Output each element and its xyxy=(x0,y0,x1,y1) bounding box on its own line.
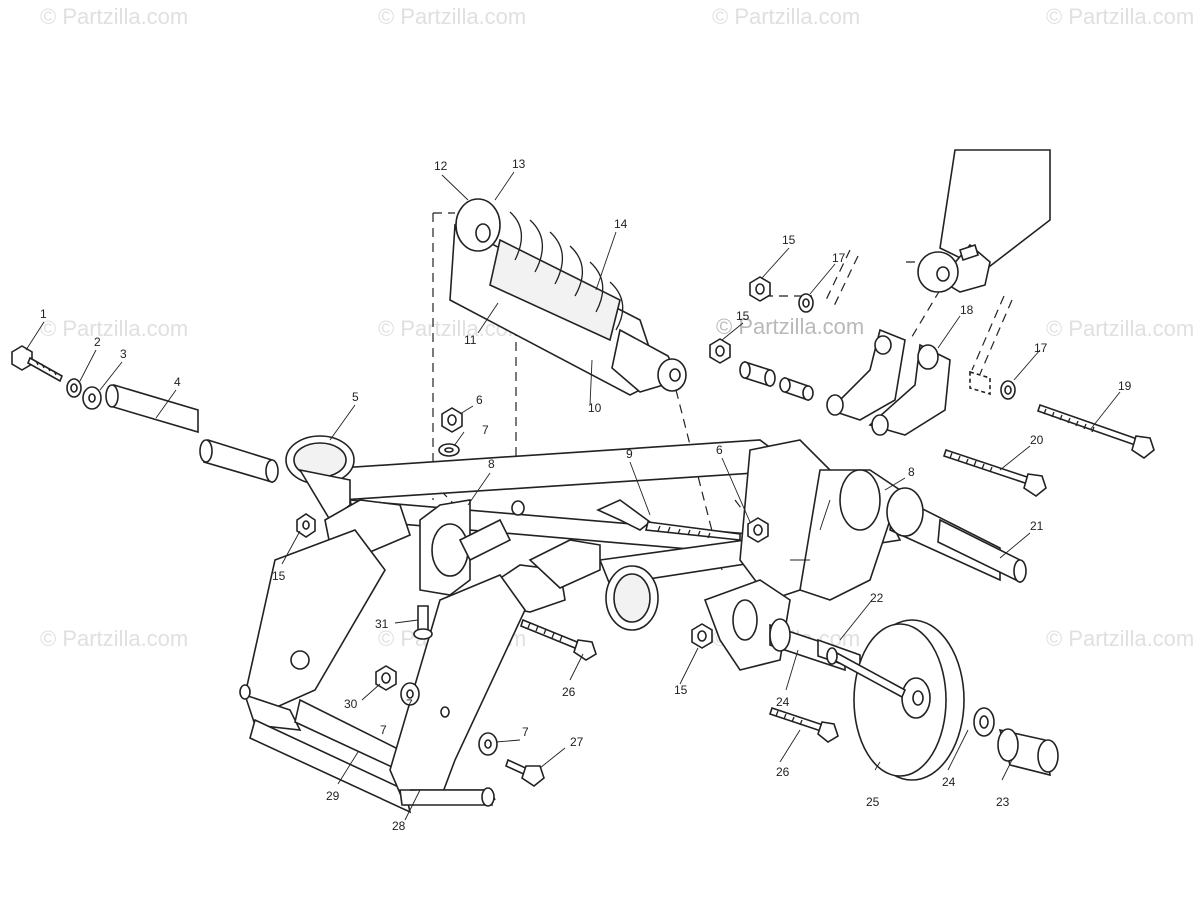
washer-hole xyxy=(406,689,414,699)
flat-washer-hole xyxy=(88,393,96,403)
callout-22: 22 xyxy=(870,591,884,605)
plug xyxy=(511,500,525,516)
alignment-line xyxy=(971,295,1013,375)
carriage-bolt xyxy=(413,605,433,640)
washer-hole xyxy=(802,298,810,308)
callout-7: 7 xyxy=(380,723,387,737)
spacer-sleeve xyxy=(997,728,1059,777)
callout-26: 26 xyxy=(562,685,576,699)
hex-nut xyxy=(747,517,769,543)
washer-hole xyxy=(1004,385,1012,395)
callout-8: 8 xyxy=(488,457,495,471)
hex-nut xyxy=(709,338,731,364)
watermark: © Partzilla.com xyxy=(1046,626,1195,651)
watermark: © Partzilla.com xyxy=(40,316,189,341)
callout-labels: 1 2 3 4 5 6 6 7 7 7 7 8 8 9 10 11 12 13 … xyxy=(40,157,1132,833)
callout-19: 19 xyxy=(1118,379,1132,393)
suspension-rail-arm xyxy=(239,529,526,814)
callout-27: 27 xyxy=(570,735,584,749)
alignment-line xyxy=(909,289,941,341)
callout-2: 2 xyxy=(94,335,101,349)
lock-washer-hole xyxy=(70,383,78,393)
hex-nut xyxy=(691,623,713,649)
callout-28: 28 xyxy=(392,819,406,833)
watermark-center: © Partzilla.com xyxy=(716,314,865,339)
eye-bolt xyxy=(596,499,741,541)
hex-bolt xyxy=(11,345,64,383)
callout-9: 9 xyxy=(626,447,633,461)
upper-shock-body xyxy=(917,149,1051,293)
bushing xyxy=(739,360,776,388)
suspension-frame xyxy=(285,435,1027,672)
watermark: © Partzilla.com xyxy=(378,4,527,29)
callout-10: 10 xyxy=(588,401,602,415)
callout-15: 15 xyxy=(674,683,688,697)
watermark: © Partzilla.com xyxy=(1046,4,1195,29)
hex-nut xyxy=(749,276,771,302)
callout-17: 17 xyxy=(832,251,846,265)
callout-29: 29 xyxy=(326,789,340,803)
callout-13: 13 xyxy=(512,157,526,171)
callout-24: 24 xyxy=(776,695,790,709)
callout-3: 3 xyxy=(120,347,127,361)
axle-bolt xyxy=(826,647,907,699)
callout-30: 30 xyxy=(344,697,358,711)
callout-15: 15 xyxy=(272,569,286,583)
hex-bolt xyxy=(505,758,545,787)
callout-31: 31 xyxy=(375,617,389,631)
callout-5: 5 xyxy=(352,390,359,404)
callout-23: 23 xyxy=(996,795,1010,809)
hex-nut xyxy=(296,513,316,538)
callout-14: 14 xyxy=(614,217,628,231)
bushing xyxy=(969,370,991,396)
watermark: © Partzilla.com xyxy=(40,4,189,29)
watermark: © Partzilla.com xyxy=(40,626,189,651)
callout-15: 15 xyxy=(782,233,796,247)
hex-nut xyxy=(375,665,397,691)
watermark: © Partzilla.com xyxy=(1046,316,1195,341)
callout-11: 11 xyxy=(464,333,477,347)
callout-15: 15 xyxy=(736,309,750,323)
callout-26: 26 xyxy=(776,765,790,779)
callout-17: 17 xyxy=(1034,341,1048,355)
callout-4: 4 xyxy=(174,375,181,389)
washer-hole xyxy=(484,739,492,749)
shock-mount-bracket xyxy=(826,328,951,436)
callout-12: 12 xyxy=(434,159,448,173)
callout-7: 7 xyxy=(522,725,529,739)
idler-wheel xyxy=(853,619,965,781)
callout-18: 18 xyxy=(960,303,974,317)
bushing xyxy=(779,376,814,402)
washer-hole xyxy=(979,715,989,729)
hex-bolt xyxy=(520,618,597,661)
callout-7: 7 xyxy=(482,423,489,437)
callout-7: 7 xyxy=(406,697,413,711)
leader-lines xyxy=(25,171,1121,821)
alignment-line xyxy=(825,249,859,307)
watermark: © Partzilla.com xyxy=(712,4,861,29)
callout-1: 1 xyxy=(40,307,47,321)
callout-24: 24 xyxy=(942,775,956,789)
callout-8: 8 xyxy=(908,465,915,479)
hex-bolt xyxy=(768,706,839,743)
callout-20: 20 xyxy=(1030,433,1044,447)
callout-25: 25 xyxy=(866,795,880,809)
long-bolt xyxy=(1036,403,1155,459)
shock-absorber xyxy=(449,198,687,396)
callout-21: 21 xyxy=(1030,519,1044,533)
axle-tube xyxy=(105,383,279,484)
washer-hole xyxy=(444,447,454,453)
hex-nut xyxy=(441,407,463,433)
callout-6: 6 xyxy=(476,393,483,407)
callout-6: 6 xyxy=(716,443,723,457)
long-bolt xyxy=(942,448,1047,497)
